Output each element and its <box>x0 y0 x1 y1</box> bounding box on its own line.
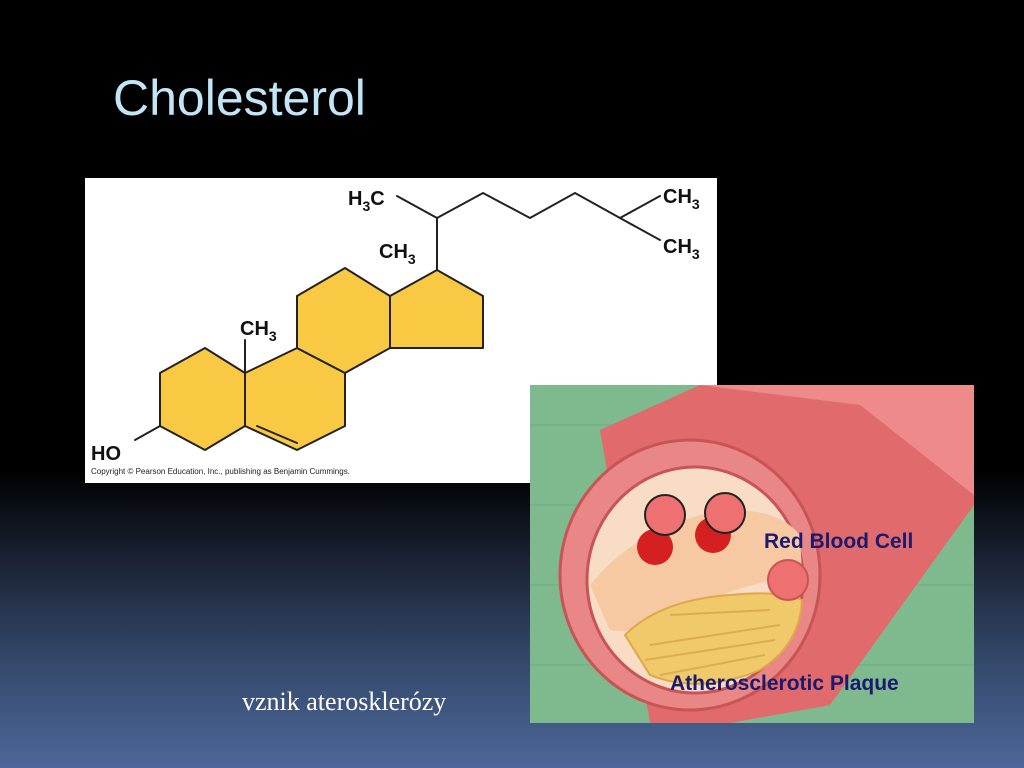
methyl-label-a-ring: CH3 <box>240 318 277 344</box>
copyright-notice: Copyright © Pearson Education, Inc., pub… <box>91 467 350 476</box>
slide-caption: vznik aterosklerózy <box>242 687 447 716</box>
ring-d <box>389 269 484 349</box>
methyl-label-c-ring: CH3 <box>379 241 416 267</box>
slide-title: Cholesterol <box>113 70 366 126</box>
methyl-label-side-chain-top: CH3 <box>663 186 700 212</box>
red-blood-cell-label: Red Blood Cell <box>764 530 913 553</box>
cholesterol-structure-figure: HO CH3 CH3 H3C CH3 CH3 Copyright © Pears… <box>85 178 717 483</box>
red-blood-cell <box>704 492 746 534</box>
plaque-deposit <box>623 592 804 685</box>
methyl-label-side-chain-bottom: CH3 <box>663 236 700 262</box>
artery-diagram: Red Blood Cell Atherosclerotic Plaque <box>530 385 974 723</box>
ring-a <box>159 347 246 451</box>
artery-illustration: Red Blood Cell Atherosclerotic Plaque <box>530 385 974 723</box>
ho-label: HO <box>91 443 121 465</box>
methyl-label-side-chain-left: H3C <box>348 188 385 214</box>
red-blood-cell <box>767 559 809 601</box>
atherosclerotic-plaque-label: Atherosclerotic Plaque <box>670 672 899 695</box>
red-blood-cell <box>644 494 686 536</box>
cholesterol-structure-diagram: HO CH3 CH3 H3C CH3 CH3 <box>91 186 700 465</box>
red-blood-cell <box>637 529 673 565</box>
